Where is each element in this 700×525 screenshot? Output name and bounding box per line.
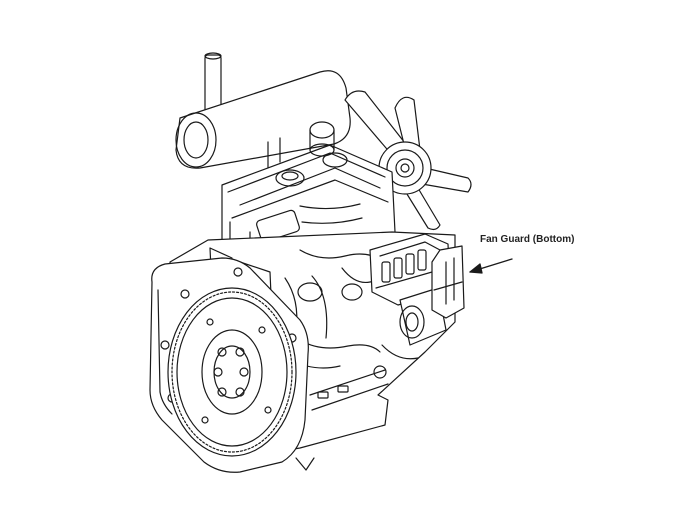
cooling-fan: [344, 90, 472, 231]
flywheel: [167, 287, 297, 457]
callout-arrow: [469, 258, 513, 274]
fan-guard-bottom: [431, 245, 465, 319]
exhaust-muffler: [175, 52, 351, 169]
fan-guard-label: Fan Guard (Bottom): [480, 234, 575, 245]
